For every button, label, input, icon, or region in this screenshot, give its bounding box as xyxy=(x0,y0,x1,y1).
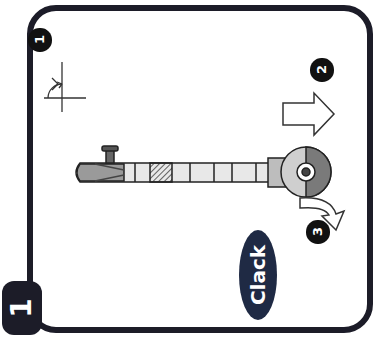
push-arrow xyxy=(283,93,334,135)
panel-frame xyxy=(30,8,370,330)
callout-number: 3 xyxy=(306,220,329,243)
sound-bubble: Clack xyxy=(239,230,277,320)
callout-number: 1 xyxy=(28,28,51,51)
number-text: 2 xyxy=(315,65,328,74)
number-text: 3 xyxy=(311,227,324,236)
angle-symbol xyxy=(44,62,86,112)
sound-word: Clack xyxy=(248,245,268,305)
number-text: 1 xyxy=(33,35,46,44)
anchor-bolt xyxy=(76,146,331,197)
callout-number: 2 xyxy=(310,58,333,81)
step-number: 1 xyxy=(2,281,42,335)
number-text: 1 xyxy=(8,298,36,317)
